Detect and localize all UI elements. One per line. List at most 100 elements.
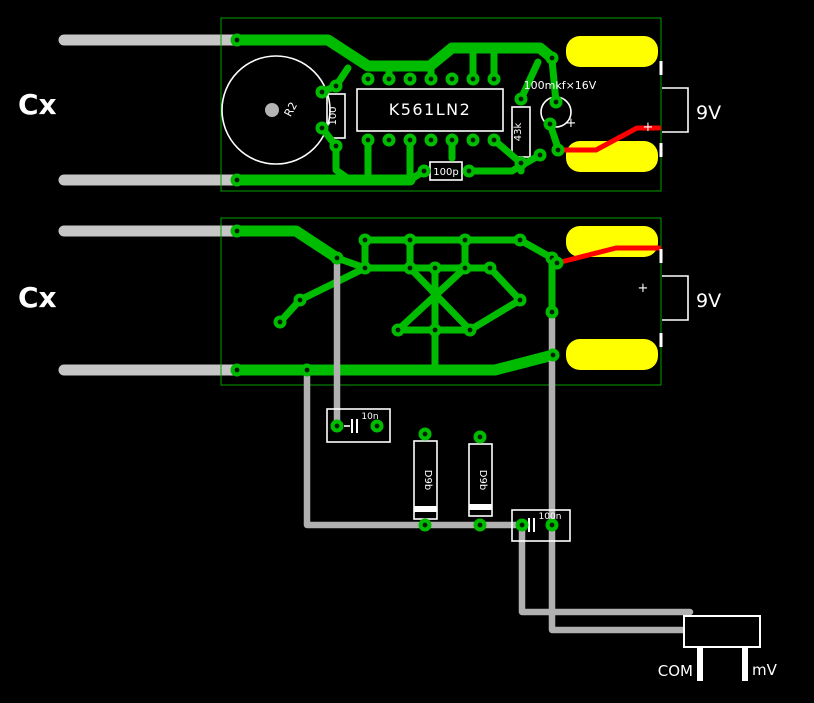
pad-hole bbox=[519, 522, 525, 528]
pad-hole bbox=[466, 168, 472, 174]
diode-2-label: D9b bbox=[477, 470, 488, 490]
multimeter bbox=[683, 615, 761, 681]
pad-hole bbox=[374, 423, 380, 429]
cap-100p-label: 100p bbox=[433, 167, 458, 178]
battery1-plus-label: + bbox=[643, 120, 654, 135]
pad-hole bbox=[333, 83, 339, 89]
meter-probe-com bbox=[697, 647, 703, 681]
probe-wires bbox=[58, 34, 243, 376]
pad-hole bbox=[333, 143, 339, 149]
diode-d9b-2-band bbox=[469, 504, 492, 510]
pad-hole bbox=[462, 265, 468, 271]
pad-hole bbox=[517, 297, 523, 303]
pad-hole bbox=[432, 327, 438, 333]
battery-pad-1a bbox=[566, 36, 658, 67]
pad-hole bbox=[432, 265, 438, 271]
pad-hole bbox=[550, 352, 556, 358]
pad-hole bbox=[319, 89, 325, 95]
resistor-100-outline bbox=[326, 93, 346, 139]
meter-com-label: COM bbox=[658, 662, 693, 680]
battery-clip-icon bbox=[662, 275, 689, 321]
pad-hole bbox=[334, 423, 340, 429]
diode-d9b-2-outline bbox=[468, 443, 493, 517]
cap-center-hole bbox=[265, 103, 279, 117]
pad-hole bbox=[449, 137, 455, 143]
battery1-voltage-label: 9V bbox=[696, 102, 721, 124]
pad-hole bbox=[462, 237, 468, 243]
pad-hole bbox=[234, 367, 240, 373]
cap-100n-outline bbox=[511, 509, 571, 542]
probe-label-top: Cx bbox=[18, 88, 57, 121]
battery-pad-2b bbox=[566, 339, 658, 370]
cap-plus-label: + bbox=[566, 116, 577, 131]
wire-to-meter-com bbox=[518, 521, 694, 616]
cap-100n-label: 100n bbox=[539, 512, 562, 522]
pad-hole bbox=[467, 327, 473, 333]
pad-hole bbox=[407, 137, 413, 143]
pad-hole bbox=[407, 237, 413, 243]
pad-hole bbox=[549, 309, 555, 315]
pad-hole bbox=[297, 297, 303, 303]
pad-hole bbox=[234, 228, 240, 234]
pad-hole bbox=[422, 522, 428, 528]
pad-hole bbox=[334, 255, 340, 261]
solder-pads bbox=[230, 33, 565, 532]
pad-hole bbox=[549, 55, 555, 61]
pad-hole bbox=[277, 319, 283, 325]
pad-hole bbox=[365, 76, 371, 82]
cap-10n-outline bbox=[326, 408, 391, 443]
pad-hole bbox=[395, 327, 401, 333]
battery-wires bbox=[554, 125, 662, 266]
external-components bbox=[326, 408, 571, 542]
red-wire-board1 bbox=[555, 125, 662, 153]
meter-mv-label: mV bbox=[752, 661, 778, 679]
pad-hole bbox=[487, 265, 493, 271]
pad-hole bbox=[537, 152, 543, 158]
pad-hole bbox=[477, 522, 483, 528]
cap-10n-label: 10n bbox=[361, 412, 378, 422]
pad-hole bbox=[518, 160, 524, 166]
pad-hole bbox=[421, 168, 427, 174]
probe-label-bottom: Cx bbox=[18, 281, 57, 314]
pad-hole bbox=[428, 137, 434, 143]
wire-board2-to-100n bbox=[303, 366, 526, 529]
pad-hole bbox=[362, 265, 368, 271]
battery2-plus-label: + bbox=[638, 281, 649, 296]
ic-label: K561LN2 bbox=[389, 100, 472, 119]
pad-hole bbox=[517, 237, 523, 243]
board2-traces bbox=[231, 225, 559, 376]
pad-hole bbox=[319, 125, 325, 131]
board1-outline bbox=[220, 17, 662, 192]
pad-hole bbox=[407, 76, 413, 82]
pad-hole bbox=[422, 431, 428, 437]
resistor-43k-label: 43k bbox=[513, 123, 524, 142]
battery-connector-board2 bbox=[659, 249, 689, 347]
pad-hole bbox=[554, 260, 560, 266]
pad-hole bbox=[428, 76, 434, 82]
pad-hole bbox=[555, 147, 561, 153]
cap-r2-label: R2 bbox=[282, 100, 300, 119]
battery-connector-board1 bbox=[659, 61, 689, 157]
text-labels: Cx Cx R2 K561LN2 100 43k 100p 100mkf×16V… bbox=[18, 79, 778, 680]
pad-hole bbox=[553, 99, 559, 105]
meter-probe-mv bbox=[742, 647, 748, 681]
pad-hole bbox=[470, 76, 476, 82]
electrolytic-cap-outline bbox=[221, 55, 331, 165]
pad-hole bbox=[304, 367, 310, 373]
pad-hole bbox=[386, 137, 392, 143]
battery-clip-icon bbox=[662, 87, 689, 133]
pad-hole bbox=[477, 434, 483, 440]
electrolytic-value-label: 100mkf×16V bbox=[524, 79, 597, 92]
resistor-100-label: 100 bbox=[328, 106, 339, 125]
battery-pad-1b bbox=[566, 141, 658, 172]
pad-hole bbox=[518, 96, 524, 102]
board2-outline bbox=[220, 217, 662, 386]
battery-pad-2a bbox=[566, 226, 658, 257]
pad-hole bbox=[491, 137, 497, 143]
diode-d9b-1-band bbox=[414, 506, 437, 512]
pad-hole bbox=[234, 37, 240, 43]
pad-hole bbox=[449, 76, 455, 82]
ic-outline bbox=[356, 88, 504, 132]
